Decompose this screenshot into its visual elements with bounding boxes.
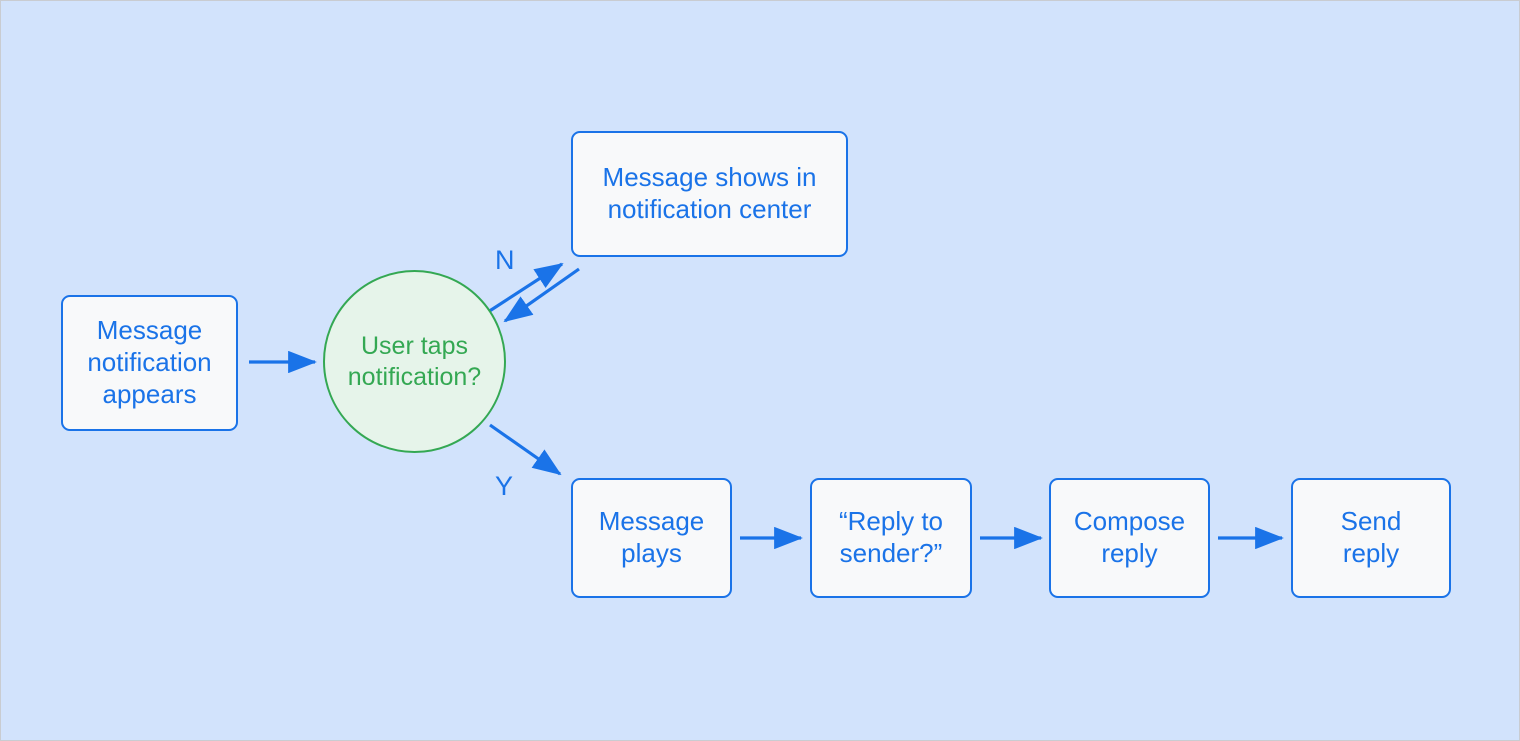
edge-decision-to-center bbox=[487, 262, 564, 314]
edge-decision-to-plays bbox=[489, 423, 562, 476]
node-send-reply[interactable]: Send reply bbox=[1291, 478, 1451, 598]
edge-center-to-decision bbox=[503, 267, 580, 323]
node-message-plays[interactable]: Message plays bbox=[571, 478, 732, 598]
node-user-taps-notification[interactable]: User taps notification? bbox=[323, 270, 506, 453]
node-compose-reply[interactable]: Compose reply bbox=[1049, 478, 1210, 598]
edge-label-branch-y: Y bbox=[495, 471, 514, 501]
node-reply-to-sender[interactable]: “Reply to sender?” bbox=[810, 478, 972, 598]
edge-label-branch-n: N bbox=[495, 245, 515, 275]
node-message-notification-appears[interactable]: Message notification appears bbox=[61, 295, 238, 431]
node-message-shows-in-notification-center[interactable]: Message shows in notification center bbox=[571, 131, 848, 257]
